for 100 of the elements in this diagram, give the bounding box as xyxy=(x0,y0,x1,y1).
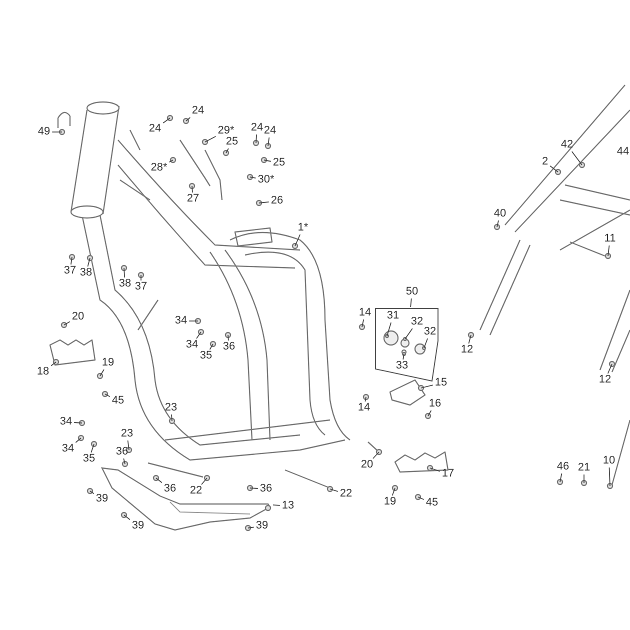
leader-line xyxy=(418,496,424,500)
leader-line xyxy=(124,514,130,520)
callout-number: 34 xyxy=(60,444,76,454)
callout-number: 25 xyxy=(272,158,286,168)
leader-line xyxy=(560,473,562,482)
callout-number: 23 xyxy=(164,402,178,414)
callout-number: 18 xyxy=(36,366,50,378)
leader-line xyxy=(171,414,172,422)
leader-line xyxy=(74,422,82,424)
callout-number: 19 xyxy=(382,496,398,508)
leader-line xyxy=(468,334,472,344)
callout-number: 36 xyxy=(162,484,178,494)
leader-line xyxy=(420,384,434,388)
leader-line xyxy=(127,440,130,450)
leader-line xyxy=(250,488,258,489)
callout-number: 45 xyxy=(110,396,126,406)
callout-number: 50 xyxy=(404,286,420,298)
leader-line xyxy=(272,504,280,506)
callout-number: 34 xyxy=(58,416,74,428)
callout-number: 37 xyxy=(62,266,78,276)
leader-line xyxy=(268,137,270,146)
callout-number: 36 xyxy=(114,446,130,458)
callout-number: 39 xyxy=(254,520,270,532)
callout-number: 14 xyxy=(356,402,372,414)
leader-line xyxy=(386,322,392,336)
callout-number: 38 xyxy=(118,278,132,290)
callout-number: 13 xyxy=(280,500,296,512)
callout-number: 24 xyxy=(250,122,264,134)
callout-number: 30* xyxy=(256,174,276,186)
callout-number: 14 xyxy=(358,308,372,318)
callout-number: 42 xyxy=(560,140,574,150)
callout-number: 45 xyxy=(424,498,440,508)
leader-line xyxy=(140,274,142,281)
leader-line xyxy=(204,136,216,142)
leader-line xyxy=(70,256,72,265)
leader-line xyxy=(228,334,229,341)
callout-number: 20 xyxy=(70,312,86,322)
callout-number: 46 xyxy=(556,462,570,472)
leader-line xyxy=(402,354,404,360)
leader-line xyxy=(607,364,612,374)
leader-line xyxy=(372,452,380,459)
leader-line xyxy=(571,151,582,166)
callout-number: 28* xyxy=(150,162,168,174)
callout-number: 10 xyxy=(602,456,616,466)
leader-line xyxy=(608,245,610,256)
leader-line xyxy=(248,526,254,528)
leader-line xyxy=(410,298,412,308)
leader-line xyxy=(87,258,90,267)
leader-line xyxy=(90,490,94,494)
leader-line xyxy=(258,201,270,204)
callout-number: 21 xyxy=(576,462,592,474)
callout-number: 24 xyxy=(262,126,278,136)
leader-line xyxy=(90,444,94,453)
callout-number: 32 xyxy=(410,316,424,328)
leader-line xyxy=(64,321,70,326)
leader-line xyxy=(392,488,396,496)
leader-line xyxy=(192,186,193,193)
callout-number: 24 xyxy=(190,106,206,116)
callout-number: 33 xyxy=(394,360,410,372)
callout-number: 39 xyxy=(130,520,146,532)
callout-number: 36 xyxy=(222,342,236,352)
leader-line xyxy=(124,268,126,278)
leader-line xyxy=(428,410,432,416)
leader-line xyxy=(104,394,110,398)
leader-line xyxy=(196,332,202,339)
leader-line xyxy=(168,160,174,163)
callout-number: 17 xyxy=(440,468,456,480)
callout-number: 39 xyxy=(94,494,110,504)
leader-line xyxy=(330,488,338,492)
callout-number: 34 xyxy=(174,316,188,326)
callout-number: 22 xyxy=(188,486,204,496)
leader-line xyxy=(256,134,258,144)
leader-line xyxy=(75,438,82,443)
callout-number: 20 xyxy=(360,460,374,470)
leader-line xyxy=(608,467,610,486)
callout-number: 35 xyxy=(198,350,214,362)
callout-number: 12 xyxy=(460,344,474,356)
leader-line xyxy=(162,118,170,124)
leader-line xyxy=(430,468,440,472)
leader-line xyxy=(186,117,191,122)
callout-number: 24 xyxy=(148,124,162,134)
callout-number: 12 xyxy=(598,374,612,386)
leader-line xyxy=(50,362,56,366)
callout-number: 26 xyxy=(270,196,284,206)
callout-number: 27 xyxy=(186,194,200,204)
callout-number: 37 xyxy=(134,282,148,292)
callout-number: 19 xyxy=(100,358,116,368)
leader-line xyxy=(364,396,366,402)
leader-line xyxy=(264,160,272,162)
leader-line xyxy=(250,176,256,179)
leader-line xyxy=(362,319,364,328)
leader-line xyxy=(209,344,214,350)
leader-line xyxy=(404,328,413,340)
callout-number: 23 xyxy=(120,428,134,440)
callout-number: 16 xyxy=(428,398,442,410)
callout-number: 49 xyxy=(36,126,52,138)
callout-number: 22 xyxy=(338,488,354,500)
leader-line xyxy=(294,234,301,246)
callout-number: 35 xyxy=(82,454,96,464)
leader-line xyxy=(550,165,558,172)
